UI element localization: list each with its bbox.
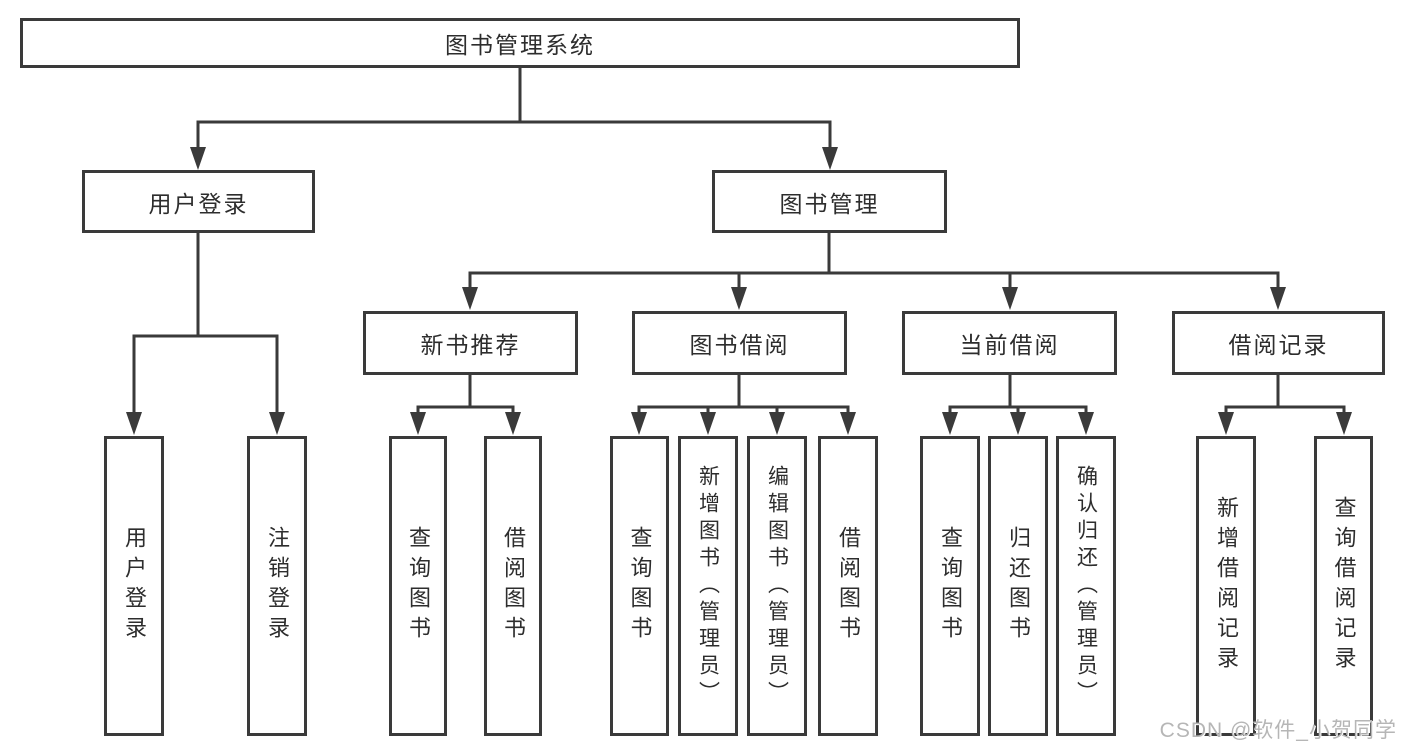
leaf-label: 编辑图书（管理员） (765, 464, 789, 708)
leaf-current-query-books: 查询图书 (920, 436, 980, 736)
leaf-current-return-books: 归还图书 (988, 436, 1048, 736)
leaf-label: 归还图书 (1006, 526, 1031, 646)
leaf-current-confirm-return-admin: 确认归还（管理员） (1056, 436, 1116, 736)
node-label: 图书管理 (779, 190, 880, 217)
leaf-records-query-borrow-record: 查询借阅记录 (1314, 436, 1373, 736)
leaf-logout: 注销登录 (247, 436, 307, 736)
leaf-newbook-borrow-books: 借阅图书 (484, 436, 542, 736)
leaf-label: 查询图书 (938, 526, 963, 646)
node-current-borrowing: 当前借阅 (902, 311, 1117, 375)
leaf-borrowing-query-books: 查询图书 (610, 436, 669, 736)
leaf-records-add-borrow-record: 新增借阅记录 (1196, 436, 1256, 736)
leaf-label: 查询图书 (406, 526, 431, 646)
leaf-borrowing-add-book-admin: 新增图书（管理员） (678, 436, 738, 736)
leaf-label: 借阅图书 (836, 526, 861, 646)
node-label: 图书管理系统 (445, 32, 595, 58)
node-label: 当前借阅 (959, 332, 1060, 358)
leaf-borrowing-borrow-books: 借阅图书 (818, 436, 878, 736)
leaf-user-login: 用户登录 (104, 436, 164, 736)
leaf-label: 确认归还（管理员） (1074, 464, 1098, 708)
node-library-management-system: 图书管理系统 (20, 18, 1020, 68)
node-book-management: 图书管理 (712, 170, 947, 233)
leaf-label: 用户登录 (122, 526, 147, 646)
leaf-borrowing-edit-book-admin: 编辑图书（管理员） (747, 436, 807, 736)
node-user-login: 用户登录 (82, 170, 315, 233)
leaf-label: 查询借阅记录 (1331, 496, 1357, 676)
leaf-label: 注销登录 (265, 526, 290, 646)
leaf-newbook-query-books: 查询图书 (389, 436, 447, 736)
csdn-watermark: CSDN @软件_小贺同学 (1159, 719, 1397, 742)
node-book-borrowing: 图书借阅 (632, 311, 847, 375)
node-label: 图书借阅 (689, 332, 790, 358)
node-label: 新书推荐 (420, 332, 521, 358)
node-new-book-recommend: 新书推荐 (363, 311, 578, 375)
node-borrowing-records: 借阅记录 (1172, 311, 1385, 375)
leaf-label: 新增借阅记录 (1214, 496, 1239, 676)
leaf-label: 借阅图书 (501, 526, 526, 646)
leaf-label: 新增图书（管理员） (696, 464, 720, 708)
leaf-label: 查询图书 (627, 526, 653, 646)
node-label: 用户登录 (148, 190, 249, 217)
node-label: 借阅记录 (1228, 332, 1329, 358)
